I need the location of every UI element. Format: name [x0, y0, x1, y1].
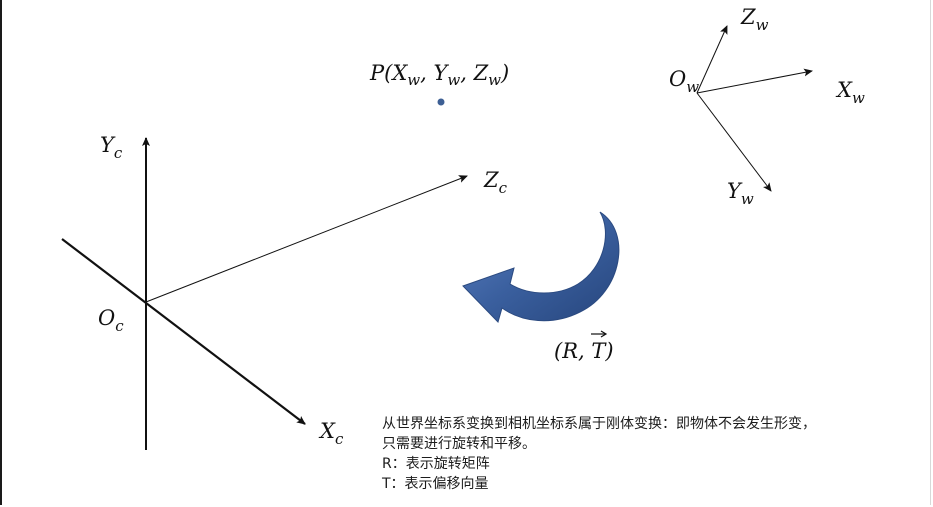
- point-p-label: P(Xw, Yw, Zw): [369, 61, 509, 89]
- camera-x-label: Xc: [318, 419, 344, 448]
- transform-label: (R, T): [554, 339, 614, 363]
- point-p: P(Xw, Yw, Zw): [369, 61, 509, 106]
- point-p-dot: [437, 98, 445, 106]
- world-z-label: Zw: [740, 5, 769, 34]
- world-x-label: Xw: [835, 78, 865, 107]
- camera-x-axis: [61, 238, 306, 425]
- world-y-label: Yw: [727, 179, 754, 208]
- note-line-3: R：表示旋转矩阵: [382, 456, 490, 472]
- note-line-4: T：表示偏移向量: [382, 476, 489, 492]
- camera-coordinate-system: Yc Oc Xc Zc: [61, 133, 508, 450]
- camera-z-axis: [145, 175, 468, 303]
- transform-arrow-body: [462, 211, 620, 323]
- world-z-axis: [696, 25, 728, 94]
- note-line-1: 从世界坐标系变换到相机坐标系属于刚体变换：即物体不会发生形变，: [382, 416, 816, 432]
- transform-curved-arrow: (R, T): [462, 211, 620, 363]
- world-x-axis: [696, 68, 813, 94]
- camera-origin-label: Oc: [98, 306, 124, 335]
- camera-z-label: Zc: [483, 168, 508, 197]
- camera-y-label: Yc: [100, 133, 123, 162]
- t-vector-arrowhead: [600, 330, 608, 338]
- world-y-axis: [696, 92, 772, 192]
- world-origin-label: Ow: [669, 67, 699, 96]
- world-coordinate-system: Ow Zw Xw Yw: [669, 5, 865, 208]
- note-line-2: 只需要进行旋转和平移。: [382, 436, 536, 452]
- explanation-text: 从世界坐标系变换到相机坐标系属于刚体变换：即物体不会发生形变， 只需要进行旋转和…: [382, 414, 927, 494]
